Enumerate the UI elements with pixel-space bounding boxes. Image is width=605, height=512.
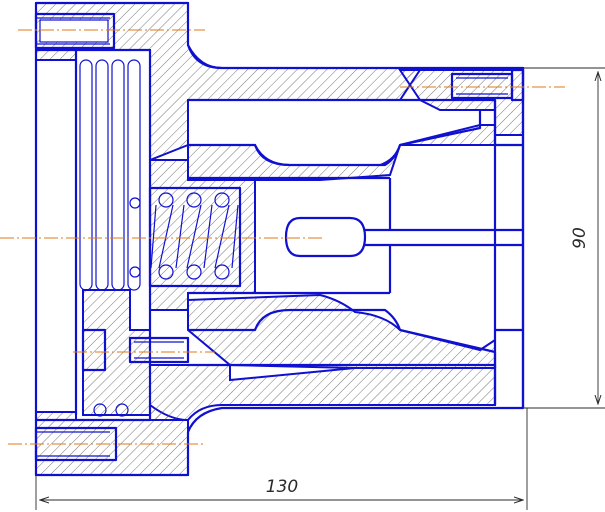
length-label: 130 (266, 477, 298, 497)
draw-bar-slot (284, 216, 367, 258)
top-bolt (34, 12, 116, 50)
disc-spring-stack (79, 59, 141, 417)
axis-lines (0, 29, 565, 445)
height-dimension: 90 (523, 67, 605, 409)
height-label: 90 (570, 227, 590, 249)
coil-spring (150, 192, 239, 280)
lower-left-screw (81, 328, 190, 372)
length-dimension: 130 (35, 408, 528, 510)
right-top-screw (450, 68, 525, 102)
flange-body (35, 2, 524, 476)
